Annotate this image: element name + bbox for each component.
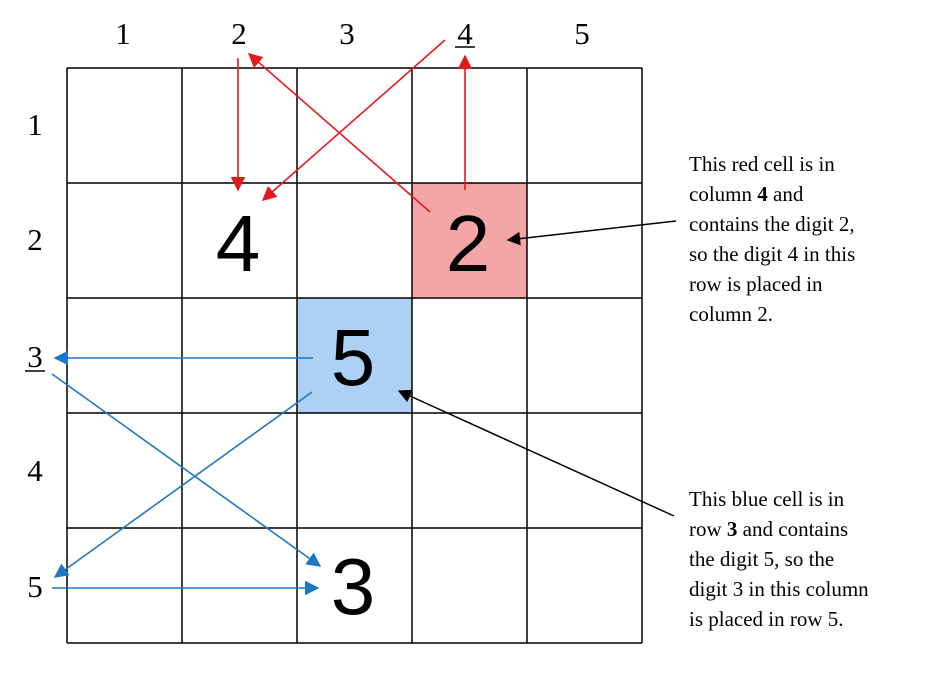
column-label-3: 3 bbox=[339, 16, 355, 51]
blue-note-line-3: the digit 5, so the bbox=[689, 547, 835, 571]
digit-5-row3-col3: 5 bbox=[331, 313, 376, 402]
digit-4-row2-col2: 4 bbox=[216, 199, 261, 288]
blue-arrows bbox=[51, 350, 322, 596]
red-note-line-1: This red cell is in bbox=[689, 152, 835, 176]
digit-2-row2-col4: 2 bbox=[446, 199, 491, 288]
blue-arrow-digit5-to-row5 bbox=[53, 391, 313, 578]
pointer-arrow-to-red-cell bbox=[506, 220, 677, 246]
cell-digits: 4 2 5 3 bbox=[216, 199, 491, 631]
pointer-arrow-to-blue-cell bbox=[397, 389, 675, 517]
red-note-line-5: row is placed in bbox=[689, 272, 823, 296]
row-labels: 1 2 3 4 5 bbox=[25, 107, 45, 604]
column-labels: 1 2 3 4 5 bbox=[115, 16, 590, 51]
blue-note-line-5: is placed in row 5. bbox=[689, 607, 844, 631]
grid-lines bbox=[66, 67, 643, 644]
red-note-line-2: column 4 and bbox=[689, 182, 804, 206]
blue-note-line-2: row 3 and contains bbox=[689, 517, 849, 541]
row-label-5: 5 bbox=[27, 569, 43, 604]
column-label-5: 5 bbox=[574, 16, 590, 51]
pointer-arrows bbox=[397, 220, 677, 517]
row-label-2: 2 bbox=[27, 222, 43, 257]
red-arrow-col4-to-digit4 bbox=[261, 39, 446, 201]
cell-r3-c3-digit-5-fill bbox=[297, 298, 412, 413]
row-label-3: 3 bbox=[27, 339, 43, 374]
red-arrow-digit2-to-col2 bbox=[247, 53, 431, 213]
red-note-line-6: column 2. bbox=[689, 302, 773, 326]
red-note-line-4: so the digit 4 in this bbox=[689, 242, 856, 266]
red-arrows bbox=[230, 39, 473, 213]
blue-cell-explanation: This blue cell is in row 3 and contains … bbox=[689, 484, 919, 634]
red-note-line-3: contains the digit 2, bbox=[689, 212, 855, 236]
red-cell-explanation: This red cell is in column 4 and contain… bbox=[689, 149, 919, 329]
row-label-1: 1 bbox=[27, 107, 43, 142]
blue-arrow-row3-to-digit3 bbox=[51, 373, 322, 567]
column-label-4: 4 bbox=[457, 16, 473, 51]
blue-note-line-4: digit 3 in this column bbox=[689, 577, 869, 601]
column-label-1: 1 bbox=[115, 16, 131, 51]
row-label-4: 4 bbox=[27, 453, 43, 488]
blue-note-line-1: This blue cell is in bbox=[689, 487, 845, 511]
digit-3-row5-col3: 3 bbox=[331, 542, 376, 631]
column-label-2: 2 bbox=[231, 16, 247, 51]
